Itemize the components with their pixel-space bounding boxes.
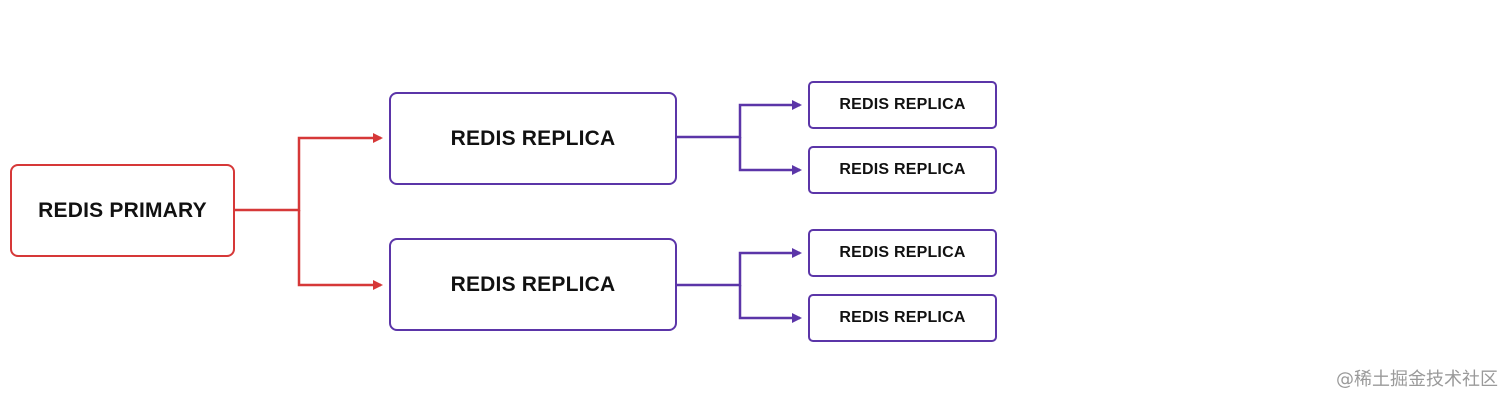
redis-replica-node-bottom-2: REDIS REPLICA <box>808 294 997 342</box>
redis-replica-node-top: REDIS REPLICA <box>389 92 677 185</box>
edge-replica-bottom-to-replica-bottom-2 <box>738 285 802 323</box>
watermark-text: @稀土掘金技术社区 <box>1336 369 1498 390</box>
redis-replica-node-top-2: REDIS REPLICA <box>808 146 997 194</box>
redis-replica-label: REDIS REPLICA <box>450 272 616 296</box>
replica-bottom-connectors <box>677 248 802 323</box>
edge-replica-bottom-to-replica-bottom-1 <box>677 248 802 287</box>
redis-replica-label: REDIS REPLICA <box>839 244 966 261</box>
edge-replica-top-to-replica-top-2 <box>738 137 802 175</box>
redis-replica-label: REDIS REPLICA <box>839 161 966 178</box>
redis-replica-label: REDIS REPLICA <box>450 126 616 150</box>
edge-primary-to-replica-bottom <box>297 210 383 290</box>
redis-primary-node: REDIS PRIMARY <box>10 164 235 257</box>
redis-replica-node-bottom-1: REDIS REPLICA <box>808 229 997 277</box>
edge-replica-top-to-replica-top-1 <box>677 100 802 139</box>
edge-primary-to-replica-top <box>235 133 383 212</box>
redis-replica-label: REDIS REPLICA <box>839 96 966 113</box>
replica-top-connectors <box>677 100 802 175</box>
primary-connectors <box>235 133 383 290</box>
redis-replica-node-top-1: REDIS REPLICA <box>808 81 997 129</box>
redis-replica-node-bottom: REDIS REPLICA <box>389 238 677 331</box>
redis-replica-label: REDIS REPLICA <box>839 309 966 326</box>
redis-primary-label: REDIS PRIMARY <box>38 198 207 222</box>
